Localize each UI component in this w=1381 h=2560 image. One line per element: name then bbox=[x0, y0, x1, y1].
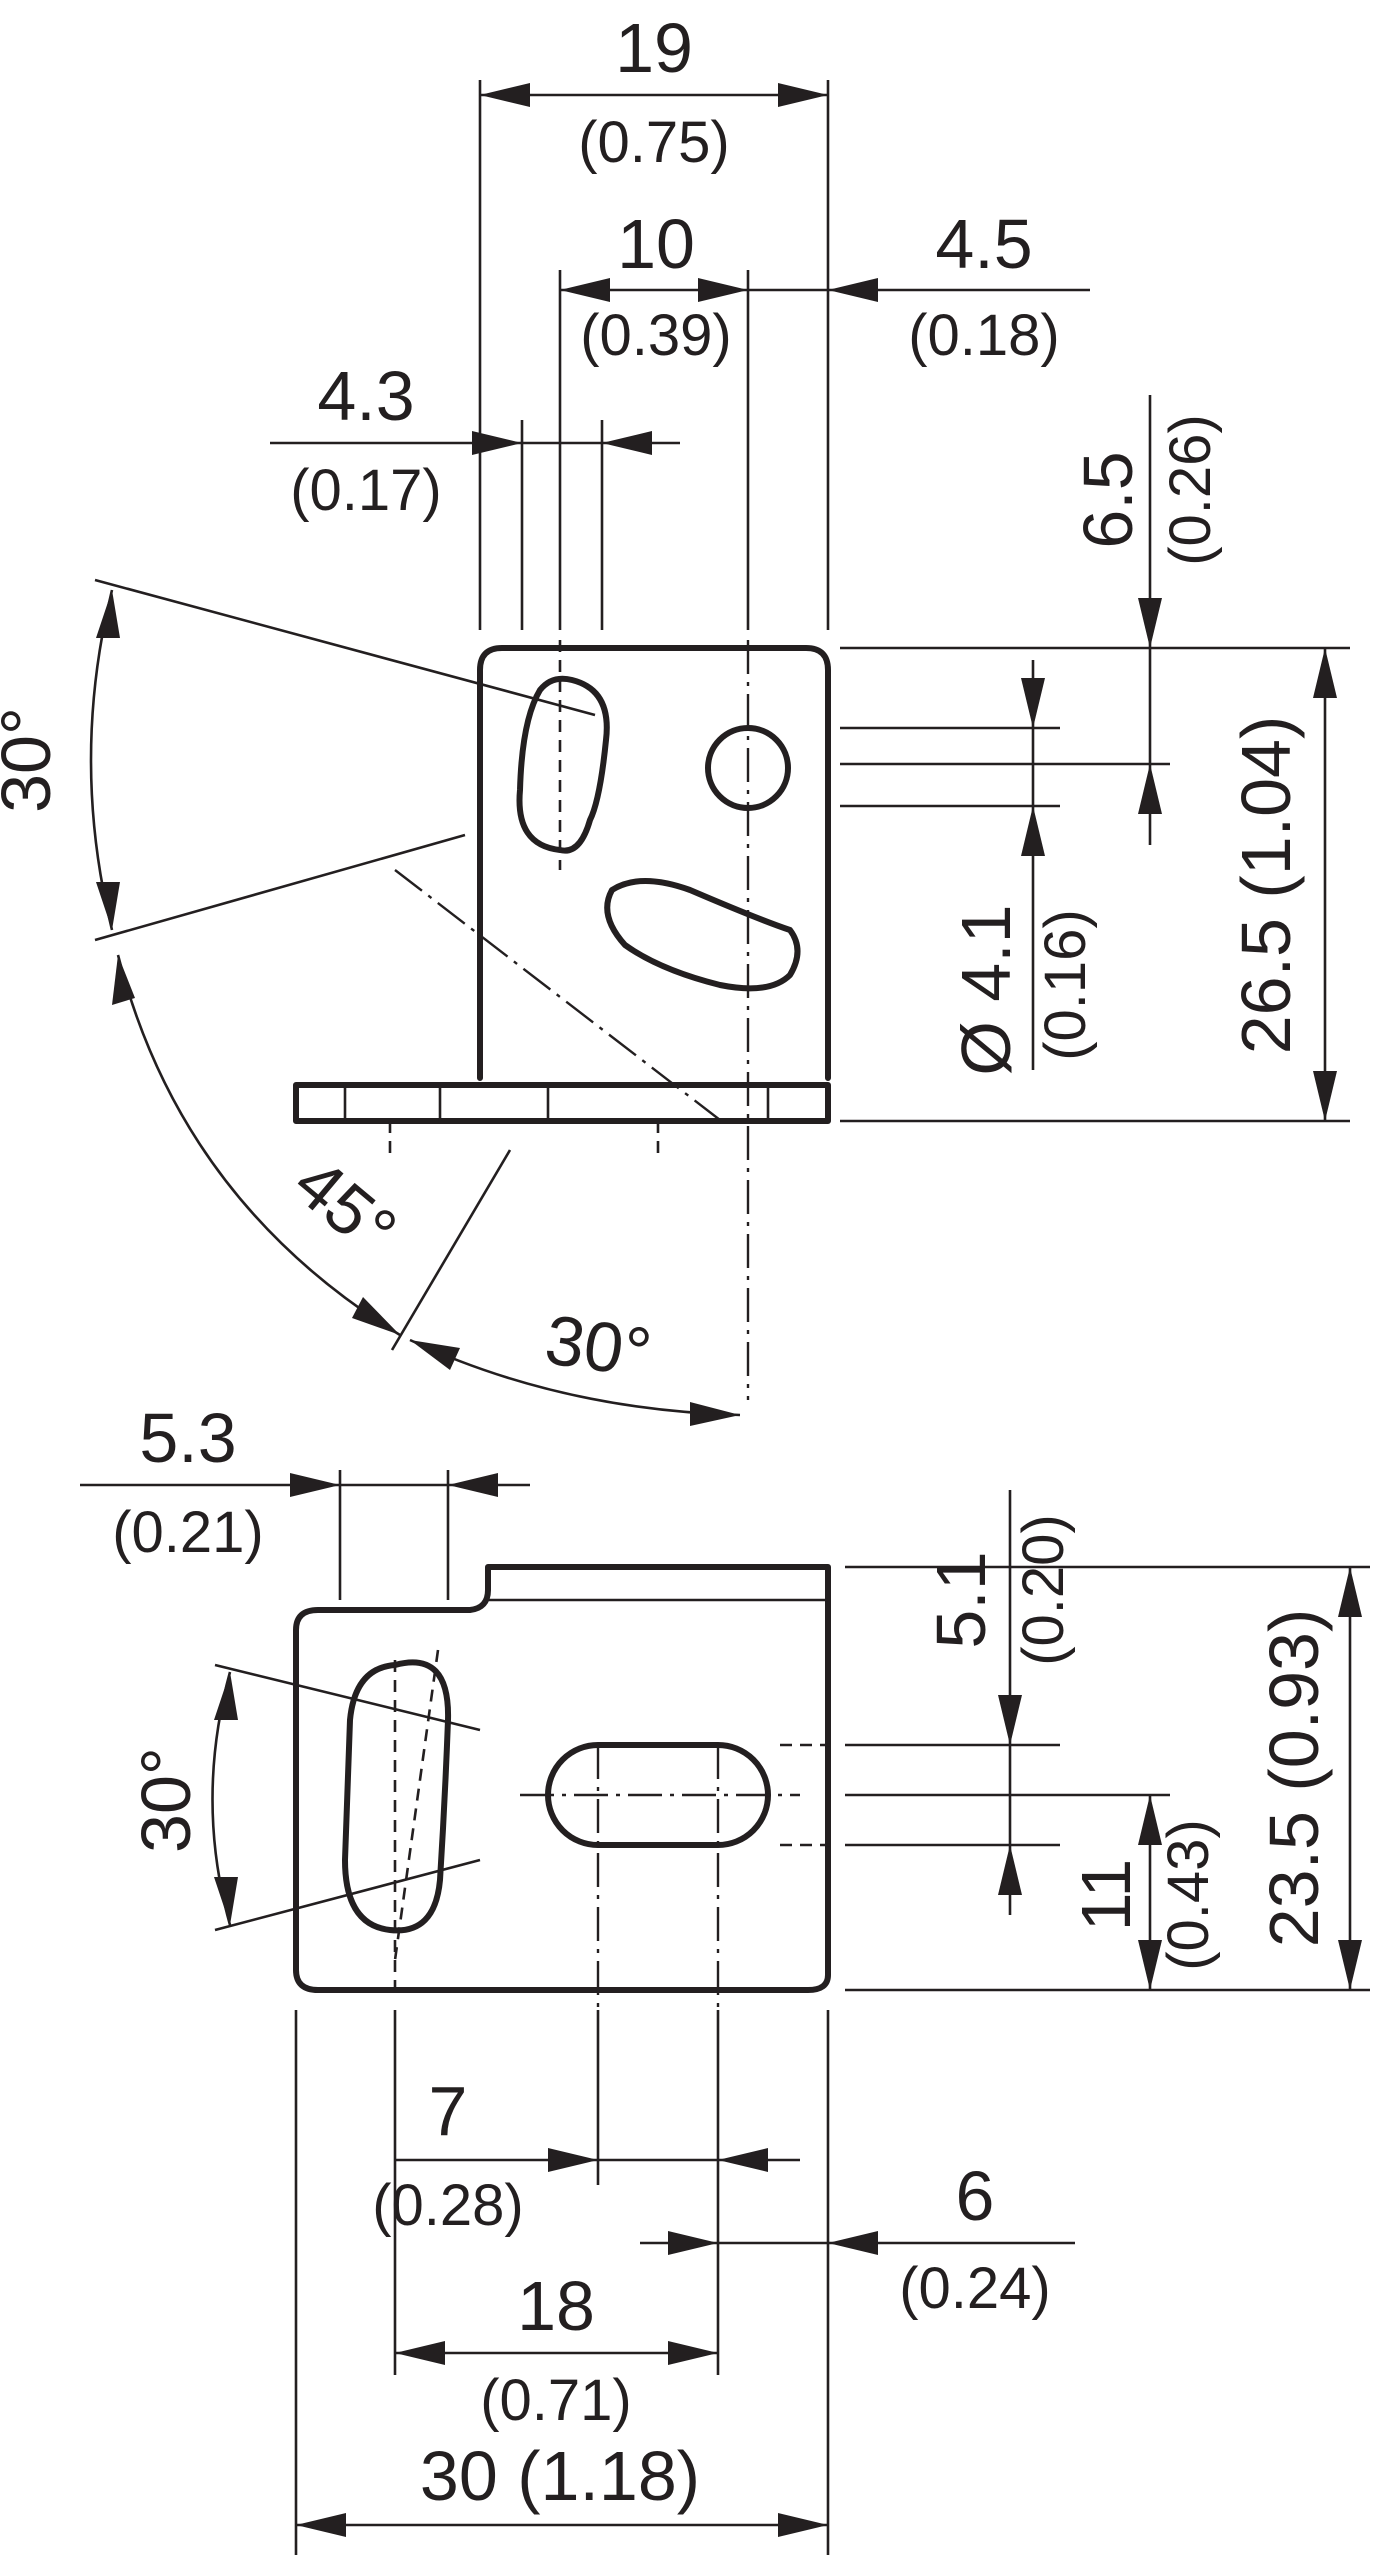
arrowhead bbox=[560, 278, 610, 302]
arrowhead bbox=[828, 278, 878, 302]
dim-4-3-inch-label: (0.17) bbox=[290, 458, 442, 523]
angle-ray-upper bbox=[94, 578, 596, 717]
angle-arc-45 bbox=[116, 954, 401, 1337]
arrowhead bbox=[395, 2341, 445, 2365]
arrowhead bbox=[472, 431, 522, 455]
angle-45-label: 45° bbox=[280, 1143, 411, 1271]
arrowhead bbox=[352, 1297, 400, 1335]
arrowhead bbox=[1313, 648, 1337, 698]
arrowhead bbox=[1021, 678, 1045, 728]
dim-5-1-inch-label: (0.20) bbox=[1011, 1514, 1076, 1666]
arrowhead bbox=[410, 1340, 460, 1370]
arrowhead bbox=[1338, 1940, 1362, 1990]
arrowhead bbox=[214, 1877, 238, 1925]
dim-4-5-label: 4.5 bbox=[935, 205, 1032, 283]
dim-10-inch-label: (0.39) bbox=[580, 303, 732, 368]
dim-23-5-label: 23.5 (0.93) bbox=[1255, 1609, 1333, 1948]
arrowhead bbox=[96, 590, 120, 638]
dim-26-5-label: 26.5 (1.04) bbox=[1227, 716, 1305, 1055]
arrowhead bbox=[602, 431, 652, 455]
top-flange bbox=[293, 1082, 831, 1124]
angle-30-left-label: 30° bbox=[0, 707, 65, 813]
dim-6-inch-label: (0.24) bbox=[899, 2256, 1051, 2321]
bottom-view: 5.3 (0.21) 30° 5.1 (0.20) 11 (0.43) 23.5… bbox=[80, 1399, 1370, 2555]
arrowhead bbox=[480, 83, 530, 107]
arrowhead bbox=[828, 2231, 878, 2255]
dim-11-inch-label: (0.43) bbox=[1156, 1819, 1221, 1971]
arrowhead bbox=[778, 83, 828, 107]
dim-4-5-inch-label: (0.18) bbox=[908, 303, 1060, 368]
bottom-plate-outline bbox=[293, 1564, 831, 1993]
arrowhead bbox=[296, 2513, 346, 2537]
arrowhead bbox=[1313, 1071, 1337, 1121]
dim-7-label: 7 bbox=[429, 2072, 468, 2150]
arrowhead bbox=[998, 1695, 1022, 1745]
arrowhead bbox=[1021, 806, 1045, 856]
dim-6-5-inch-label: (0.26) bbox=[1158, 414, 1223, 566]
dim-6-5-label: 6.5 bbox=[1069, 451, 1147, 548]
angle-ray bbox=[214, 1663, 481, 1732]
arrowhead bbox=[548, 2148, 598, 2172]
arrowhead bbox=[112, 955, 135, 1005]
arrowhead bbox=[690, 1402, 740, 1426]
curved-slot-bottom bbox=[342, 1659, 452, 1934]
dim-dia-inch-label: (0.16) bbox=[1033, 909, 1098, 1061]
dim-18-inch-label: (0.71) bbox=[480, 2368, 632, 2433]
arrowhead bbox=[448, 1473, 498, 1497]
dim-6-label: 6 bbox=[956, 2157, 995, 2235]
angle-arc-30-left bbox=[89, 589, 114, 931]
arrowhead bbox=[214, 1672, 238, 1720]
arrowhead bbox=[668, 2231, 718, 2255]
angle-30-bottom-label: 30° bbox=[540, 1300, 656, 1392]
dim-10-label: 10 bbox=[617, 205, 695, 283]
dim-5-1-label: 5.1 bbox=[922, 1551, 1000, 1648]
top-view: 19 (0.75) 10 (0.39) 4.5 (0.18) 4.3 (0.17… bbox=[0, 9, 1350, 1426]
dim-18-label: 18 bbox=[517, 2267, 595, 2345]
dim-4-3-label: 4.3 bbox=[317, 357, 414, 435]
dim-5-3-inch-label: (0.21) bbox=[112, 1500, 264, 1565]
angle-30-label: 30° bbox=[127, 1747, 205, 1853]
angle-ray-lower bbox=[94, 833, 466, 942]
angle-ray-45 bbox=[390, 1149, 512, 1351]
curved-slot-lower bbox=[604, 878, 801, 992]
arrowhead bbox=[718, 2148, 768, 2172]
arrowhead bbox=[698, 278, 748, 302]
dim-dia-label: Ø 4.1 bbox=[947, 904, 1025, 1075]
arrowhead bbox=[998, 1845, 1022, 1895]
arrowhead bbox=[1338, 1567, 1362, 1617]
dim-11-label: 11 bbox=[1067, 1859, 1145, 1932]
dim-19-inch-label: (0.75) bbox=[578, 110, 730, 175]
dim-5-3-label: 5.3 bbox=[139, 1399, 236, 1477]
top-plate-outline bbox=[477, 645, 831, 1081]
arrowhead bbox=[96, 882, 120, 930]
slot-centerline bbox=[394, 869, 721, 1121]
curved-slot-upper bbox=[516, 675, 610, 854]
arrowhead bbox=[1138, 1795, 1162, 1845]
arrowhead bbox=[290, 1473, 340, 1497]
dim-19-label: 19 bbox=[615, 9, 693, 87]
arrowhead bbox=[778, 2513, 828, 2537]
arrowhead bbox=[1138, 764, 1162, 814]
arrowhead bbox=[668, 2341, 718, 2365]
dim-30-label: 30 (1.18) bbox=[420, 2437, 700, 2515]
curved-slot-hidden-line bbox=[393, 1649, 440, 1961]
dim-7-inch-label: (0.28) bbox=[372, 2173, 524, 2238]
arrowhead bbox=[1138, 1940, 1162, 1990]
angle-ray bbox=[214, 1858, 481, 1932]
arrowhead bbox=[1138, 598, 1162, 648]
